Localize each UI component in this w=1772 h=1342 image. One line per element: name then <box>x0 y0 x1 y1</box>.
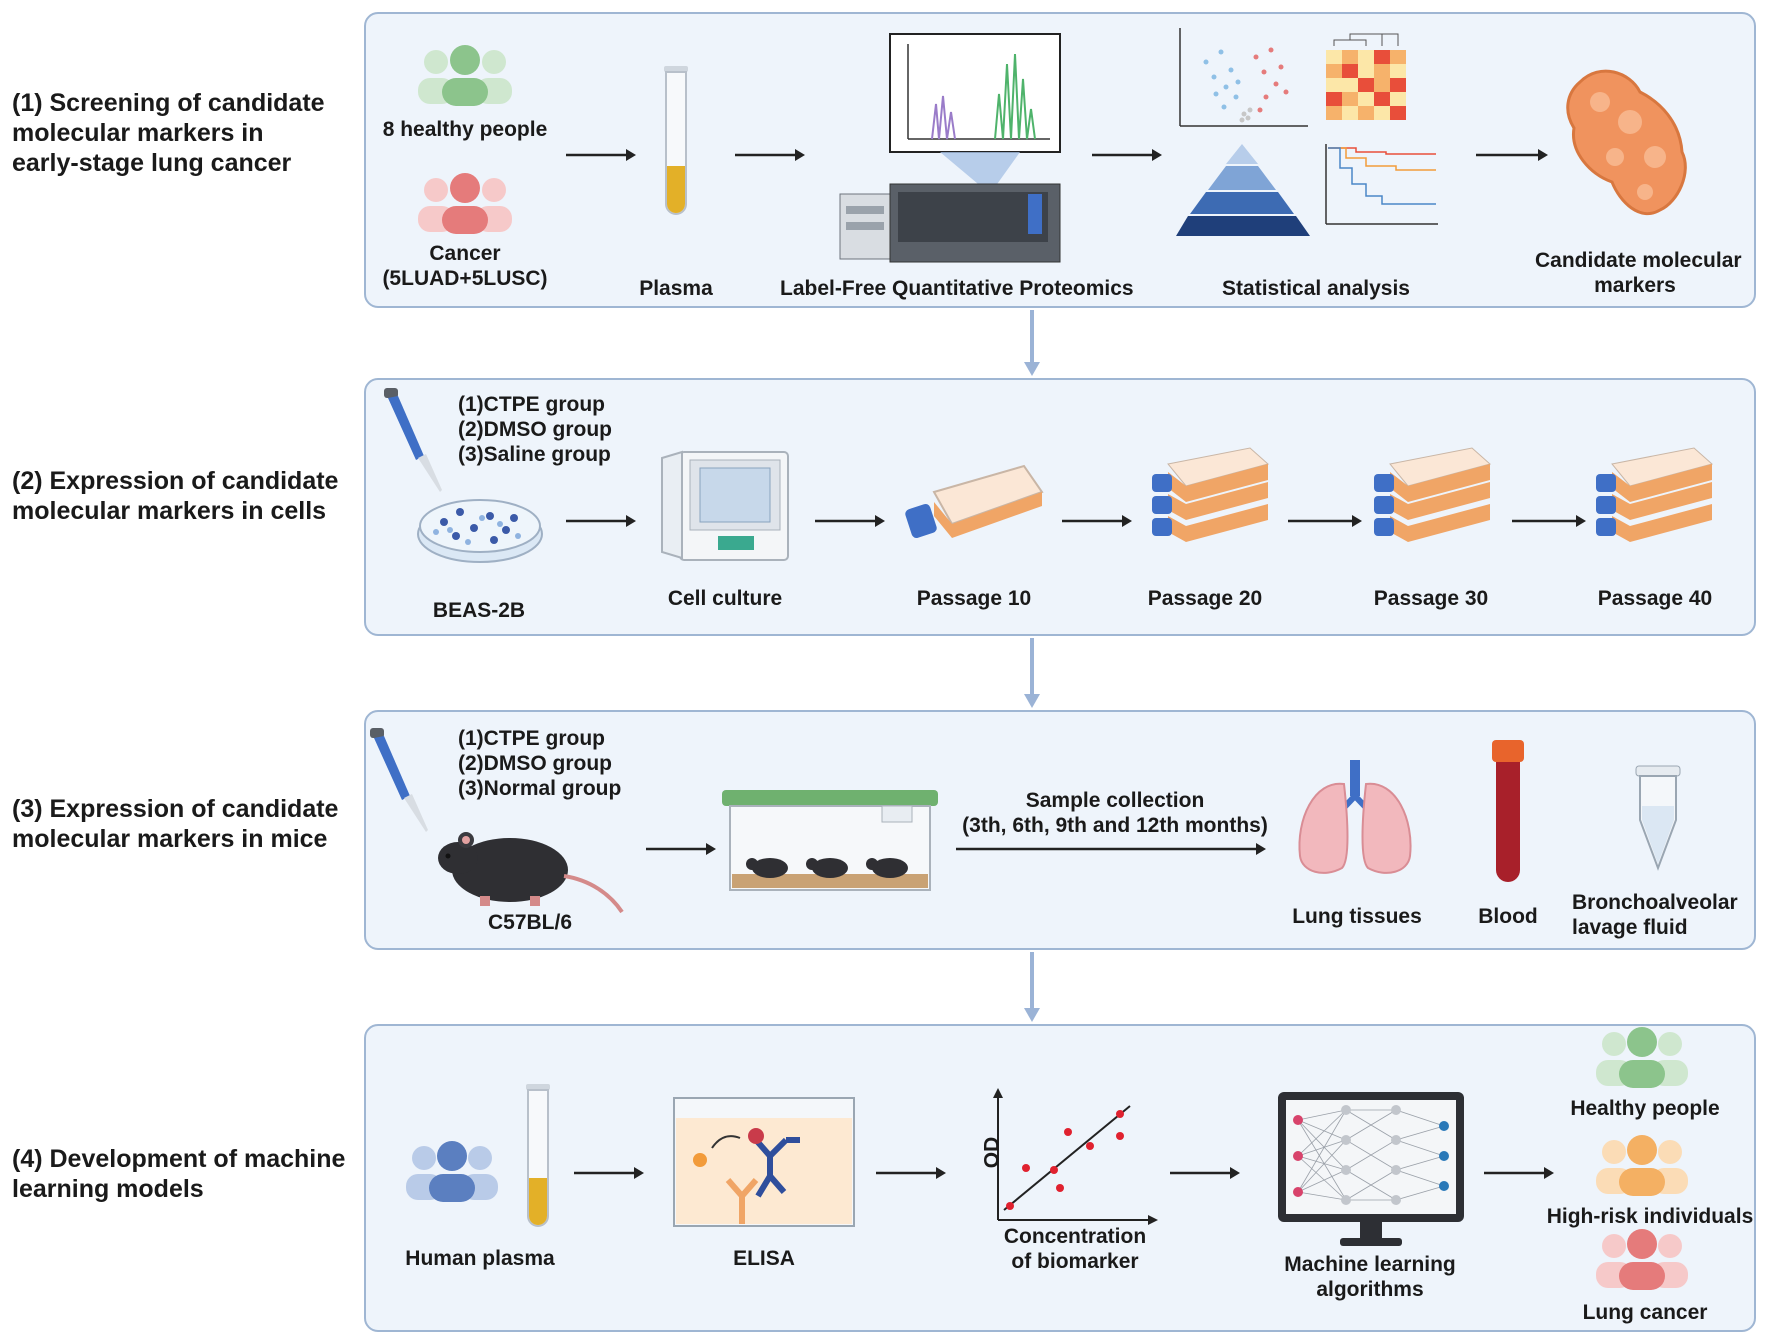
stage-3-label: (3) Expression of candidate molecular ma… <box>12 795 339 853</box>
candidate-markers-label: Candidate molecular markers <box>1535 249 1742 297</box>
arrow <box>566 149 636 161</box>
arrow <box>1092 149 1162 161</box>
petri-dish-icon <box>417 499 543 563</box>
ml-algorithms-label: Machine learning algorithms <box>1284 1253 1456 1301</box>
human-plasma-label: Human plasma <box>405 1247 555 1270</box>
high-risk-outcome-label: High-risk individuals <box>1546 1205 1754 1228</box>
passage-10-label: Passage 10 <box>916 587 1032 610</box>
cancer-label: Cancer (5LUAD+5LUSC) <box>382 242 548 290</box>
balf-label: Bronchoalveolar lavage fluid <box>1572 891 1738 939</box>
healthy-people-label: 8 healthy people <box>382 118 548 141</box>
plasma-label: Plasma <box>639 277 713 300</box>
lung-cancer-outcome-label: Lung cancer <box>1582 1301 1708 1324</box>
arrow <box>1170 1167 1240 1179</box>
standard-curve-plot <box>993 1088 1158 1225</box>
lung-cancer-outcome-icon <box>1596 1229 1688 1290</box>
incubator-icon <box>661 450 789 561</box>
statistical-analysis-label: Statistical analysis <box>1222 277 1410 300</box>
arrow <box>1476 149 1548 161</box>
plot-y-label: OD <box>980 1136 1004 1169</box>
arrow <box>1062 515 1132 527</box>
arrow <box>815 515 885 527</box>
elisa-well-icon <box>673 1097 855 1227</box>
protein-molecule-icon <box>1566 69 1687 216</box>
arrow <box>735 149 805 161</box>
arrow <box>1484 1167 1554 1179</box>
stage-1-label: (1) Screening of candidate molecular mar… <box>12 89 325 177</box>
proteomics-label: Label-Free Quantitative Proteomics <box>780 277 1134 300</box>
arrow <box>566 515 636 527</box>
plasma-tube-icon <box>526 1084 550 1227</box>
plasma-tube-icon <box>664 66 688 215</box>
connector-arrow <box>1024 952 1040 1022</box>
neural-network-monitor-icon <box>1278 1092 1464 1246</box>
arrow <box>1512 515 1586 527</box>
arrow <box>574 1167 644 1179</box>
human-people-icon <box>406 1141 498 1202</box>
stage-2-panel <box>364 378 1756 636</box>
arrow <box>956 843 1266 855</box>
plot-x-label: Concentration of biomarker <box>1003 1225 1147 1273</box>
high-risk-outcome-icon <box>1596 1135 1688 1196</box>
healthy-people-icon <box>418 45 512 106</box>
blood-tube-icon <box>1492 740 1524 882</box>
arrow <box>646 843 716 855</box>
passage-20-label: Passage 20 <box>1147 587 1263 610</box>
beas-2b-label: BEAS-2B <box>432 599 526 622</box>
stage-4-label: (4) Development of machine learning mode… <box>12 1145 346 1203</box>
stage-4-panel <box>364 1024 1756 1332</box>
blood-label: Blood <box>1478 905 1538 928</box>
pipette-icon <box>384 388 442 492</box>
mass-spectrometer-icon <box>839 33 1061 263</box>
elisa-label: ELISA <box>733 1247 795 1270</box>
pipette-icon <box>370 728 428 832</box>
sample-collection-label: Sample collection (3th, 6th, 9th and 12t… <box>962 789 1268 837</box>
cancer-people-icon <box>418 173 512 234</box>
connector-arrow <box>1024 638 1040 708</box>
flask-stack-icon <box>1152 447 1270 542</box>
group-list-cells: (1)CTPE group (2)DMSO group (3)Saline gr… <box>458 393 612 466</box>
tube-icon <box>1635 765 1681 871</box>
stage-2-label: (2) Expression of candidate molecular ma… <box>12 467 339 525</box>
passage-30-label: Passage 30 <box>1373 587 1489 610</box>
c57bl6-label: C57BL/6 <box>487 911 573 934</box>
mouse-icon <box>438 832 624 914</box>
culture-flask-icon <box>905 464 1044 538</box>
lung-tissues-label: Lung tissues <box>1292 905 1422 928</box>
flask-stack-icon <box>1596 447 1714 542</box>
lungs-icon <box>1298 760 1412 874</box>
statistical-analysis-icon <box>1176 28 1438 236</box>
arrow <box>876 1167 946 1179</box>
group-list-mice: (1)CTPE group (2)DMSO group (3)Normal gr… <box>458 727 622 800</box>
arrow <box>1288 515 1362 527</box>
flask-stack-icon <box>1374 447 1492 542</box>
cell-culture-label: Cell culture <box>667 587 783 610</box>
healthy-outcome-icon <box>1596 1027 1688 1088</box>
mouse-cage-icon <box>722 790 938 891</box>
healthy-outcome-label: Healthy people <box>1570 1097 1720 1120</box>
connector-arrow <box>1024 310 1040 376</box>
passage-40-label: Passage 40 <box>1597 587 1713 610</box>
